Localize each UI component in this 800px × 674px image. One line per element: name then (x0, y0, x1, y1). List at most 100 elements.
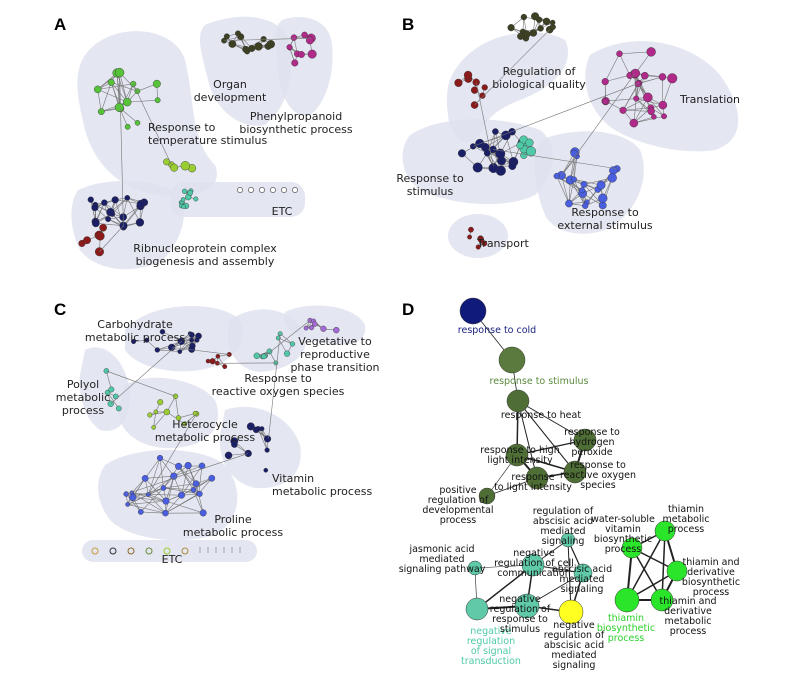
c-vitamin-node (224, 451, 233, 460)
a-phenyl-node (301, 31, 308, 39)
c-etc-node (181, 547, 189, 555)
a-ribo-red-node (99, 223, 107, 232)
a-etc-teal-node (180, 197, 186, 202)
panel-b-blob-stimulus (402, 119, 553, 205)
c-vitamin-edge (257, 428, 268, 451)
b-label-reg-line-1: biological quality (492, 78, 586, 91)
b-reg-node (535, 16, 543, 23)
c-proline-edge (127, 504, 166, 514)
bridge-edge (268, 333, 281, 439)
d-label-wsv-line-0: water-soluble (591, 514, 655, 525)
b-translation-edge (635, 75, 646, 99)
c-carbo-edge (157, 349, 180, 352)
a-etc-node (292, 187, 298, 193)
c-proline-edge (131, 492, 167, 502)
d-node-aba (560, 532, 576, 548)
a-ribo-node (87, 196, 94, 203)
b-reg-red-node (479, 92, 486, 99)
d-node-wsv (621, 537, 643, 559)
a-temperature-edge (116, 72, 128, 103)
c-proline-edge (178, 466, 197, 484)
d-label-li-line-1: to light intensity (494, 482, 572, 493)
d-label-aba-line-3: signaling (542, 536, 585, 547)
d-label-heat-line-0: response to heat (501, 410, 581, 421)
c-proline-node (170, 472, 178, 480)
a-ribo-node (111, 196, 119, 204)
d-edge-heat-li (517, 400, 538, 479)
b-external-node (582, 202, 589, 209)
a-etc-teal-node (182, 188, 188, 194)
c-hetero-node (175, 415, 182, 421)
panel-c-network (91, 317, 340, 555)
panel-b-letter: B (402, 15, 414, 34)
b-translation-edge (633, 115, 665, 124)
a-label-temperature-line-1: temperature stimulus (148, 134, 267, 147)
d-label-thm-line-1: metabolic (663, 514, 710, 525)
a-ribo-edge (95, 223, 124, 227)
c-proline-edge (132, 478, 146, 498)
b-reg-red-node (454, 78, 463, 87)
a-phenyl-node (291, 59, 299, 67)
a-ribo-node (124, 195, 131, 201)
panel-c-blob-vitamin (219, 406, 301, 489)
c-proline-edge (127, 487, 164, 505)
d-node-negaba (558, 599, 584, 625)
c-etc-node (127, 547, 135, 555)
c-polyol-edge (106, 370, 112, 390)
a-temperature-node (93, 85, 102, 94)
c-carbo-node (194, 337, 200, 343)
c-vitamin-node (264, 435, 272, 443)
d-label-ros-line-1: reactive oxygen (560, 470, 636, 481)
b-external-node (570, 149, 578, 158)
b-label-external-line-1: external stimulus (557, 219, 653, 232)
a-temp-sub-node (170, 163, 179, 172)
c-proline-node (160, 485, 167, 491)
d-node-li (525, 466, 549, 490)
d-label-li-line-0: response (511, 472, 554, 483)
c-proline-edge (198, 478, 212, 494)
d-edge-heat-ros (517, 400, 576, 473)
d-label-tdb-line-0: thiamin and (682, 557, 739, 568)
c-carbo-node (159, 329, 166, 335)
b-translation-edge (605, 98, 637, 102)
d-label-tbp-line-1: biosynthetic (597, 623, 655, 634)
c-label-vitamin-line-1: metabolic process (272, 485, 372, 498)
d-label-dev-line-1: regulation of (428, 495, 489, 506)
a-temperature-edge (119, 72, 128, 103)
c-carbo-node (144, 337, 150, 343)
c-proline-edge (163, 487, 194, 491)
panel-d-letter: D (402, 300, 414, 319)
c-proline-edge (163, 487, 199, 494)
b-translation-node (658, 100, 668, 110)
b-external-node (596, 180, 606, 190)
c-proline-node (208, 474, 216, 482)
c-carbo-node (154, 347, 160, 353)
d-label-ros-line-2: species (580, 480, 616, 491)
c-proline-edge (165, 494, 182, 514)
c-proline-edge (125, 493, 142, 513)
a-temperature-edge (97, 89, 128, 103)
d-label-negsig-line-0: negative (470, 626, 512, 637)
c-proline-edge (159, 457, 164, 489)
c-label-hetero-line-1: metabolic process (155, 431, 255, 444)
a-organ-node (235, 30, 241, 37)
b-reg-red-node (463, 70, 473, 80)
a-etc-teal-node (181, 204, 186, 209)
b-stimulus-node (475, 138, 485, 149)
d-node-abasig (573, 563, 593, 583)
d-label-abasig-line-0: abscisic acid (552, 564, 612, 575)
a-temperature-edge (111, 82, 138, 92)
d-node-cell (521, 553, 545, 577)
b-reg-node (520, 13, 528, 21)
a-temperature-node (123, 97, 132, 107)
d-label-wsv-line-3: process (605, 544, 642, 555)
b-external-edge (583, 177, 613, 185)
b-translation-edge (604, 53, 620, 82)
b-label-stimulus-line-0: Response to (396, 172, 464, 185)
b-translation-node (658, 73, 667, 81)
c-hetero-node (151, 425, 156, 430)
d-label-negsig-line-1: regulation (467, 636, 515, 647)
a-temperature-edge (101, 82, 112, 112)
b-reg-node (537, 25, 544, 32)
